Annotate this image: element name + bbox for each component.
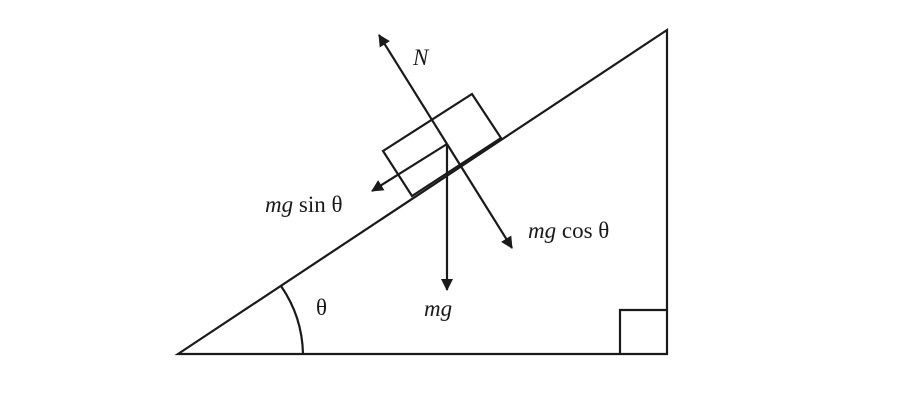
parallel-component-symbol: mg xyxy=(265,192,293,217)
perpendicular-component-suffix: cos θ xyxy=(556,218,609,243)
block xyxy=(381,92,503,198)
parallel-component-label: mg sin θ xyxy=(265,192,342,217)
parallel-component-arrow xyxy=(371,143,448,192)
angle-label: θ xyxy=(316,295,327,320)
normal-force-label: N xyxy=(412,45,430,70)
right-angle-marker xyxy=(618,308,667,354)
normal-force-arrow xyxy=(378,34,448,145)
perpendicular-component-symbol: mg xyxy=(528,218,556,243)
perpendicular-component-label: mg cos θ xyxy=(528,218,609,243)
weight-force-label: mg xyxy=(424,296,452,321)
angle-arc xyxy=(280,285,305,355)
parallel-component-suffix: sin θ xyxy=(293,192,342,217)
perpendicular-component-arrow xyxy=(446,143,513,249)
incline-triangle xyxy=(174,27,669,356)
